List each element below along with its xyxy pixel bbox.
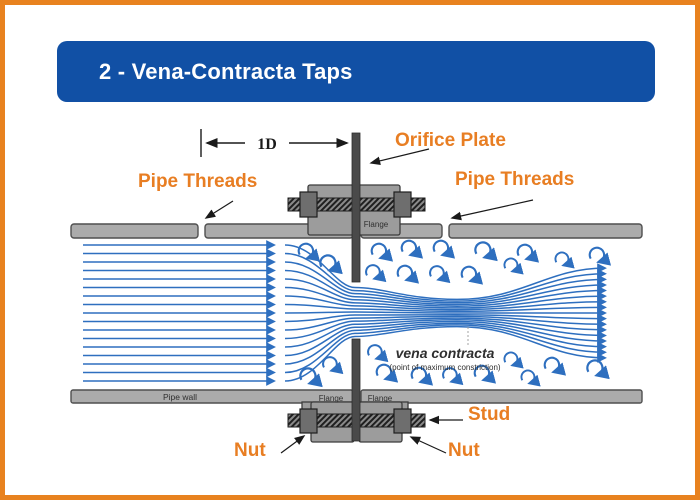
- vena-contracta-sublabel: (point of maximum constriction): [389, 363, 500, 372]
- callout-arrows: [204, 148, 534, 454]
- nut-top-right: [393, 191, 412, 218]
- pipe-threads-right-callout: Pipe Threads: [455, 169, 575, 190]
- dimension-label: 1D: [257, 136, 277, 153]
- pipe-threads-left-arrow: [204, 200, 234, 219]
- diagram-canvas: 1D Flange Flange Flange Pipe wall vena c…: [70, 129, 643, 454]
- nut-left-arrow: [280, 435, 306, 454]
- pipe-threads-left-callout: Pipe Threads: [138, 171, 258, 192]
- nut-bottom-right: [393, 408, 412, 434]
- flow-streamlines: [83, 240, 607, 386]
- nut-bottom-left: [299, 408, 318, 434]
- orifice-plate-upper: [351, 132, 361, 283]
- stud-callout: Stud: [468, 404, 511, 425]
- orifice-plate-arrow: [369, 148, 430, 166]
- page-title: 2 - Vena-Contracta Taps: [99, 58, 353, 84]
- nut-top-left: [299, 191, 318, 218]
- vena-contracta-label: vena contracta: [396, 345, 495, 361]
- pipe-wall-label: Pipe wall: [163, 392, 197, 402]
- pipe-wall-bottom-right: [360, 389, 643, 404]
- pipe-threads-right-arrow: [450, 199, 534, 221]
- flange-top-label: Flange: [364, 220, 389, 229]
- orifice-plate-callout: Orifice Plate: [395, 130, 506, 151]
- pipe-wall-top-left: [70, 223, 199, 239]
- nut-right-arrow: [409, 436, 447, 454]
- nut-left-callout: Nut: [234, 440, 266, 461]
- orifice-plate: [351, 132, 361, 442]
- flange-bottom-right-label: Flange: [368, 394, 393, 403]
- flange-bottom-left-label: Flange: [319, 394, 344, 403]
- orifice-plate-lower: [351, 338, 361, 442]
- nut-right-callout: Nut: [448, 440, 480, 461]
- pipe-wall-bottom-left: [70, 389, 354, 404]
- pipe-wall-top-right: [448, 223, 643, 239]
- dimension-1d: [200, 129, 349, 157]
- title-banner: 2 - Vena-Contracta Taps: [57, 41, 655, 102]
